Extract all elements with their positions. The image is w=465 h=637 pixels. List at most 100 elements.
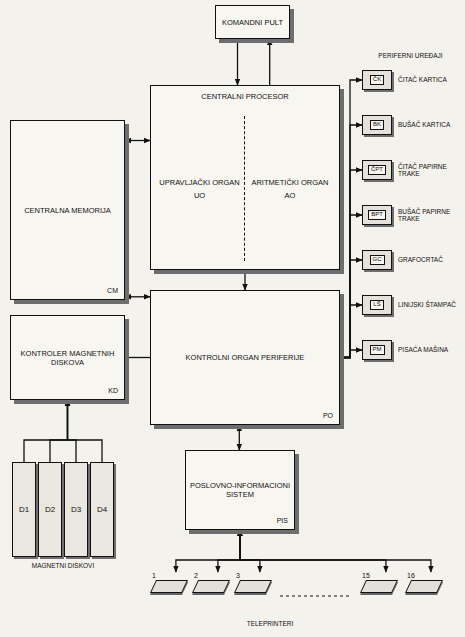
disk-unit: D4 — [90, 462, 114, 557]
device-name: GRAFOCRTAČ — [398, 256, 443, 263]
teleprinter-icon — [192, 580, 230, 593]
device-name: BUŠAČ KARTICA — [398, 121, 450, 128]
connector-arrow — [340, 80, 362, 358]
box-abbreviation: PO — [323, 412, 333, 420]
connector-arrow — [125, 357, 150, 358]
information-system-box: POSLOVNO-INFORMACIONI SISTEM PIS — [185, 450, 295, 530]
teleprinter: 1 — [150, 572, 186, 593]
teleprinter: 2 — [192, 572, 228, 593]
connector-arrow — [68, 400, 77, 462]
box-title: CENTRALNI PROCESOR — [201, 92, 289, 101]
box-title: CENTRALNA MEMORIJA — [24, 206, 111, 215]
disk-unit: D3 — [64, 462, 88, 557]
connector-arrow — [50, 400, 68, 462]
device-icon: ČK — [362, 70, 392, 90]
caption-label: TELEPRINTERI — [225, 620, 315, 627]
connector-arrow — [240, 530, 431, 572]
device-icon: GC — [362, 250, 392, 270]
device-name: ČITAČ PAPIRNE TRAKE — [398, 163, 462, 178]
connector-arrow — [340, 215, 362, 358]
device-code: ČK — [370, 75, 384, 84]
callout-number: 16 — [405, 572, 415, 580]
device-name: LINIJSKI ŠTAMPAČ — [398, 301, 456, 308]
peripheral-control-box: KONTROLNI ORGAN PERIFERIJE PO — [150, 290, 340, 425]
device-icon: LŠ — [362, 295, 392, 315]
teleprinter: 16 — [405, 572, 441, 593]
connector-arrow — [125, 296, 150, 297]
peripheral-device: LŠ LINIJSKI ŠTAMPAČ — [362, 295, 462, 315]
caption-label: PERIFERNI UREĐAJI — [358, 52, 463, 59]
box-title: ARITMETIČKI ORGAN — [251, 178, 328, 187]
device-name: BUŠAČ PAPIRNE TRAKE — [398, 208, 462, 223]
connector-arrow — [340, 125, 362, 358]
connector-arrow — [244, 270, 245, 290]
box-abbreviation: KD — [108, 387, 118, 395]
connector-arrow — [240, 530, 260, 572]
peripheral-device: PM PISAĆA MAŠINA — [362, 340, 462, 360]
box-title: D2 — [45, 505, 55, 515]
memory-box: CENTRALNA MEMORIJA CM — [10, 120, 125, 300]
connector-arrow — [176, 530, 240, 572]
peripheral-device: ČK ČITAČ KARTICA — [362, 70, 462, 90]
teleprinter-icon — [405, 580, 443, 593]
device-icon: ČPT — [362, 160, 392, 180]
teleprinter: 15 — [360, 572, 396, 593]
box-title: KONTROLER MAGNETNIH DISKOVA — [15, 349, 120, 367]
connector-arrow — [340, 260, 362, 358]
callout-number: 2 — [192, 572, 198, 580]
callout-number: 3 — [234, 572, 240, 580]
box-title: KONTROLNI ORGAN PERIFERIJE — [186, 353, 305, 362]
box-abbreviation: CM — [107, 287, 118, 295]
box-title: KOMANDNI PULT — [222, 18, 283, 27]
ellipsis-line — [280, 596, 350, 597]
device-code: LŠ — [370, 300, 383, 309]
connector-arrow — [125, 140, 150, 141]
device-icon: BPT — [362, 205, 392, 225]
processor-box: CENTRALNI PROCESOR UPRAVLJAČKI ORGAN UO ARI… — [150, 85, 340, 270]
control-unit: UPRAVLJAČKI ORGAN UO — [155, 116, 245, 261]
device-code: GC — [370, 255, 385, 264]
connector-arrow — [68, 400, 103, 462]
teleprinter-icon — [360, 580, 398, 593]
box-title: D4 — [97, 505, 107, 515]
disk-controller-box: KONTROLER MAGNETNIH DISKOVA KD — [10, 315, 125, 400]
box-title: POSLOVNO-INFORMACIONI SISTEM — [190, 481, 290, 499]
device-name: ČITAČ KARTICA — [398, 76, 447, 83]
device-icon: PM — [362, 340, 392, 360]
teleprinter-icon — [234, 580, 272, 593]
disk-unit: D1 — [12, 462, 36, 557]
callout-number: 15 — [360, 572, 370, 580]
connector-arrow — [340, 305, 362, 358]
connector-arrow — [24, 400, 68, 462]
device-code: BK — [370, 120, 384, 129]
device-icon: BK — [362, 115, 392, 135]
device-code: PM — [370, 345, 385, 354]
connector-arrow — [239, 425, 240, 450]
connector-arrow — [240, 530, 386, 572]
disk-unit: D2 — [38, 462, 62, 557]
peripheral-device: BPT BUŠAČ PAPIRNE TRAKE — [362, 205, 462, 225]
box-abbreviation: UO — [194, 191, 205, 200]
box-title: UPRAVLJAČKI ORGAN — [159, 178, 239, 187]
box-title: D1 — [19, 505, 29, 515]
connector-arrow — [340, 350, 362, 358]
box-abbreviation: PIS — [277, 517, 288, 525]
caption-label: MAGNETNI DISKOVI — [6, 562, 120, 569]
box-abbreviation: AO — [285, 191, 296, 200]
callout-number: 1 — [150, 572, 156, 580]
connector-arrow — [269, 39, 270, 85]
peripheral-device: GC GRAFOCRTAČ — [362, 250, 462, 270]
device-code: ČPT — [368, 165, 386, 174]
teleprinter: 3 — [234, 572, 270, 593]
connector-arrow — [340, 170, 362, 358]
device-name: PISAĆA MAŠINA — [398, 346, 448, 353]
box-title: D3 — [71, 505, 81, 515]
peripheral-device: BK BUŠAČ KARTICA — [362, 115, 462, 135]
console-box: KOMANDNI PULT — [215, 5, 290, 39]
connector-arrow — [218, 530, 240, 572]
teleprinter-icon — [150, 580, 188, 593]
connector-arrow — [237, 39, 238, 85]
arithmetic-unit: ARITMETIČKI ORGAN AO — [245, 116, 335, 261]
device-code: BPT — [368, 210, 386, 219]
